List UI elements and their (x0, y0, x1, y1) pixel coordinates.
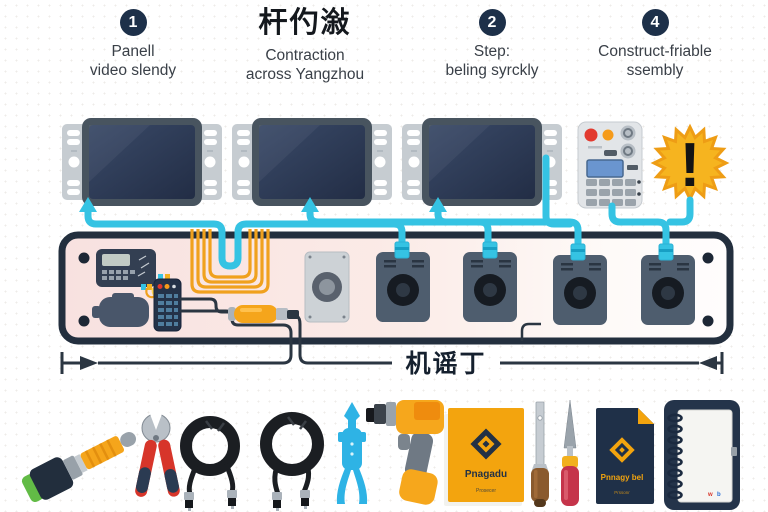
panel-screw (702, 252, 714, 264)
motor-icon (92, 293, 149, 327)
title-label: Contraction across Yangzhou (212, 47, 398, 85)
speaker-module-icon (553, 255, 607, 325)
warning-burst-icon: ! (650, 123, 730, 203)
pliers-icon (135, 406, 180, 497)
cable-arrowheads (79, 197, 447, 212)
drill-icon (366, 400, 444, 505)
cable-stripper-icon (336, 402, 368, 504)
cable-coil-icon (260, 412, 324, 511)
step-column-4: 4 Construct-friable ssembly (565, 9, 745, 81)
cjk-heading: 杆仢潊 (258, 7, 352, 39)
title-label-line1: Contraction (265, 47, 345, 64)
manual-icon: Pnnagy bel Prssonr (596, 408, 654, 504)
cable-coil-icon (180, 416, 240, 511)
navy-manual-subtitle: Prssonr (614, 490, 630, 495)
step-2-label: Step: beling syrckly (417, 43, 567, 81)
yellow-manual-title: Pnagadu (465, 469, 507, 480)
monitor-icon (62, 118, 222, 206)
remote-keypad-icon (145, 274, 182, 332)
speaker-module-icon (376, 252, 430, 322)
panel-screw (702, 315, 714, 327)
dimension-label: 机谣丁 (405, 350, 486, 378)
notebook-icon: w b (664, 400, 740, 510)
step-column-2: 2 Step: beling syrckly (417, 9, 567, 81)
title-label-line2: across Yangzhou (245, 65, 365, 83)
step-1-label: Panell video slendy (58, 43, 208, 81)
manual-icon: Pnagadu Prosecer (444, 408, 524, 506)
step-4-badge: 4 (641, 9, 669, 36)
step-2-badge: 2 (478, 9, 506, 36)
monitor-icon (402, 118, 562, 206)
notebook-mark-right: b (717, 492, 721, 498)
control-keypad-icon (577, 121, 643, 209)
speaker-module-icon (304, 251, 350, 323)
speaker-module-icon (463, 252, 517, 322)
step-4-label-line1: Construct-friable (598, 43, 712, 60)
fuse-capsule-icon (228, 305, 299, 323)
screwdriver-icon (531, 401, 549, 507)
speaker-module-icon (641, 255, 695, 325)
step-2-label-line2: beling syrckly (445, 61, 539, 79)
panel-screw (78, 252, 90, 264)
step-4-label-line2: ssembly (626, 61, 684, 79)
display-meter-icon (96, 249, 156, 290)
yellow-manual-subtitle: Prosecer (476, 488, 496, 494)
step-1-badge: 1 (119, 9, 147, 36)
step-1-label-line1: Panell (111, 43, 155, 60)
dimension-arrows (80, 356, 717, 370)
driver-tool-icon (21, 432, 137, 502)
cable-plug (394, 241, 674, 261)
signal-cable (84, 154, 694, 270)
step-column-1: 1 Panell video slendy (58, 9, 208, 81)
step-2-label-line1: Step: (473, 43, 511, 60)
warning-exclamation: ! (680, 131, 701, 200)
wire-coil-icon (190, 229, 270, 294)
awl-icon (561, 399, 579, 506)
title-column: 杆仢潊 Contraction across Yangzhou (212, 6, 398, 85)
step-4-label: Construct-friable ssembly (565, 43, 745, 81)
panel-screw (78, 315, 90, 327)
navy-manual-title: Pnnagy bel (601, 473, 644, 482)
dimension-line (60, 352, 724, 374)
monitor-icon (232, 118, 392, 206)
step-1-label-line2: video slendy (89, 61, 177, 79)
notebook-mark-left: w (707, 492, 713, 498)
